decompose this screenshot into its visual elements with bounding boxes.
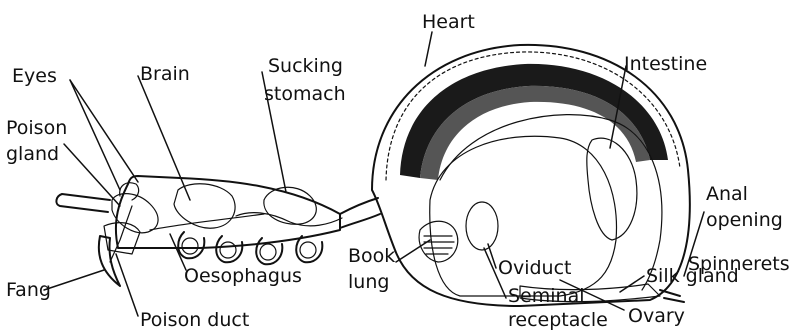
label-sucking-stomach-line1: Sucking — [268, 55, 343, 77]
label-seminal-receptacle-line1: Seminal — [508, 285, 585, 307]
leg-socket — [260, 244, 276, 260]
label-poison-gland-line1: Poison — [6, 117, 67, 139]
label-seminal-receptacle-line2: receptacle — [508, 309, 608, 331]
pedicel — [340, 198, 380, 228]
leg-socket — [220, 242, 236, 258]
label-book-lung-line2: lung — [348, 271, 389, 293]
label-oesophagus: Oesophagus — [184, 265, 302, 287]
leader-eyes-1 — [70, 80, 120, 190]
leader-poison-gland — [64, 144, 120, 206]
label-anal-opening-line2: opening — [706, 209, 783, 231]
label-silk-gland: Silk gland — [646, 265, 739, 287]
label-sucking-stomach-line2: stomach — [264, 83, 346, 105]
label-ovary: Ovary — [628, 305, 685, 327]
label-poison-duct: Poison duct — [140, 309, 249, 331]
leader-book-lung — [396, 240, 430, 262]
spinnerets — [660, 290, 684, 302]
leader-heart — [425, 32, 432, 66]
label-anal-opening-line1: Anal — [706, 183, 748, 205]
leader-brain — [138, 76, 190, 200]
leg-socket — [182, 238, 198, 254]
seminal-receptacle — [466, 202, 498, 250]
leader-eyes-2 — [70, 80, 138, 182]
label-intestine: Intestine — [624, 53, 707, 75]
leg-socket — [300, 242, 316, 258]
book-lung — [419, 221, 458, 262]
cephalothorax-outline — [116, 176, 340, 248]
pedipalp — [56, 194, 110, 212]
leader-fang — [44, 270, 104, 290]
label-eyes: Eyes — [12, 65, 57, 87]
label-oviduct: Oviduct — [498, 257, 571, 279]
label-book-lung-line1: Book — [348, 245, 395, 267]
label-brain: Brain — [140, 63, 190, 85]
label-heart: Heart — [422, 11, 475, 33]
label-fang: Fang — [6, 279, 51, 301]
label-poison-gland-line2: gland — [6, 143, 59, 165]
labels: Heart Intestine Eyes Brain Sucking stoma… — [6, 11, 790, 331]
leader-silk-gland — [620, 276, 644, 292]
